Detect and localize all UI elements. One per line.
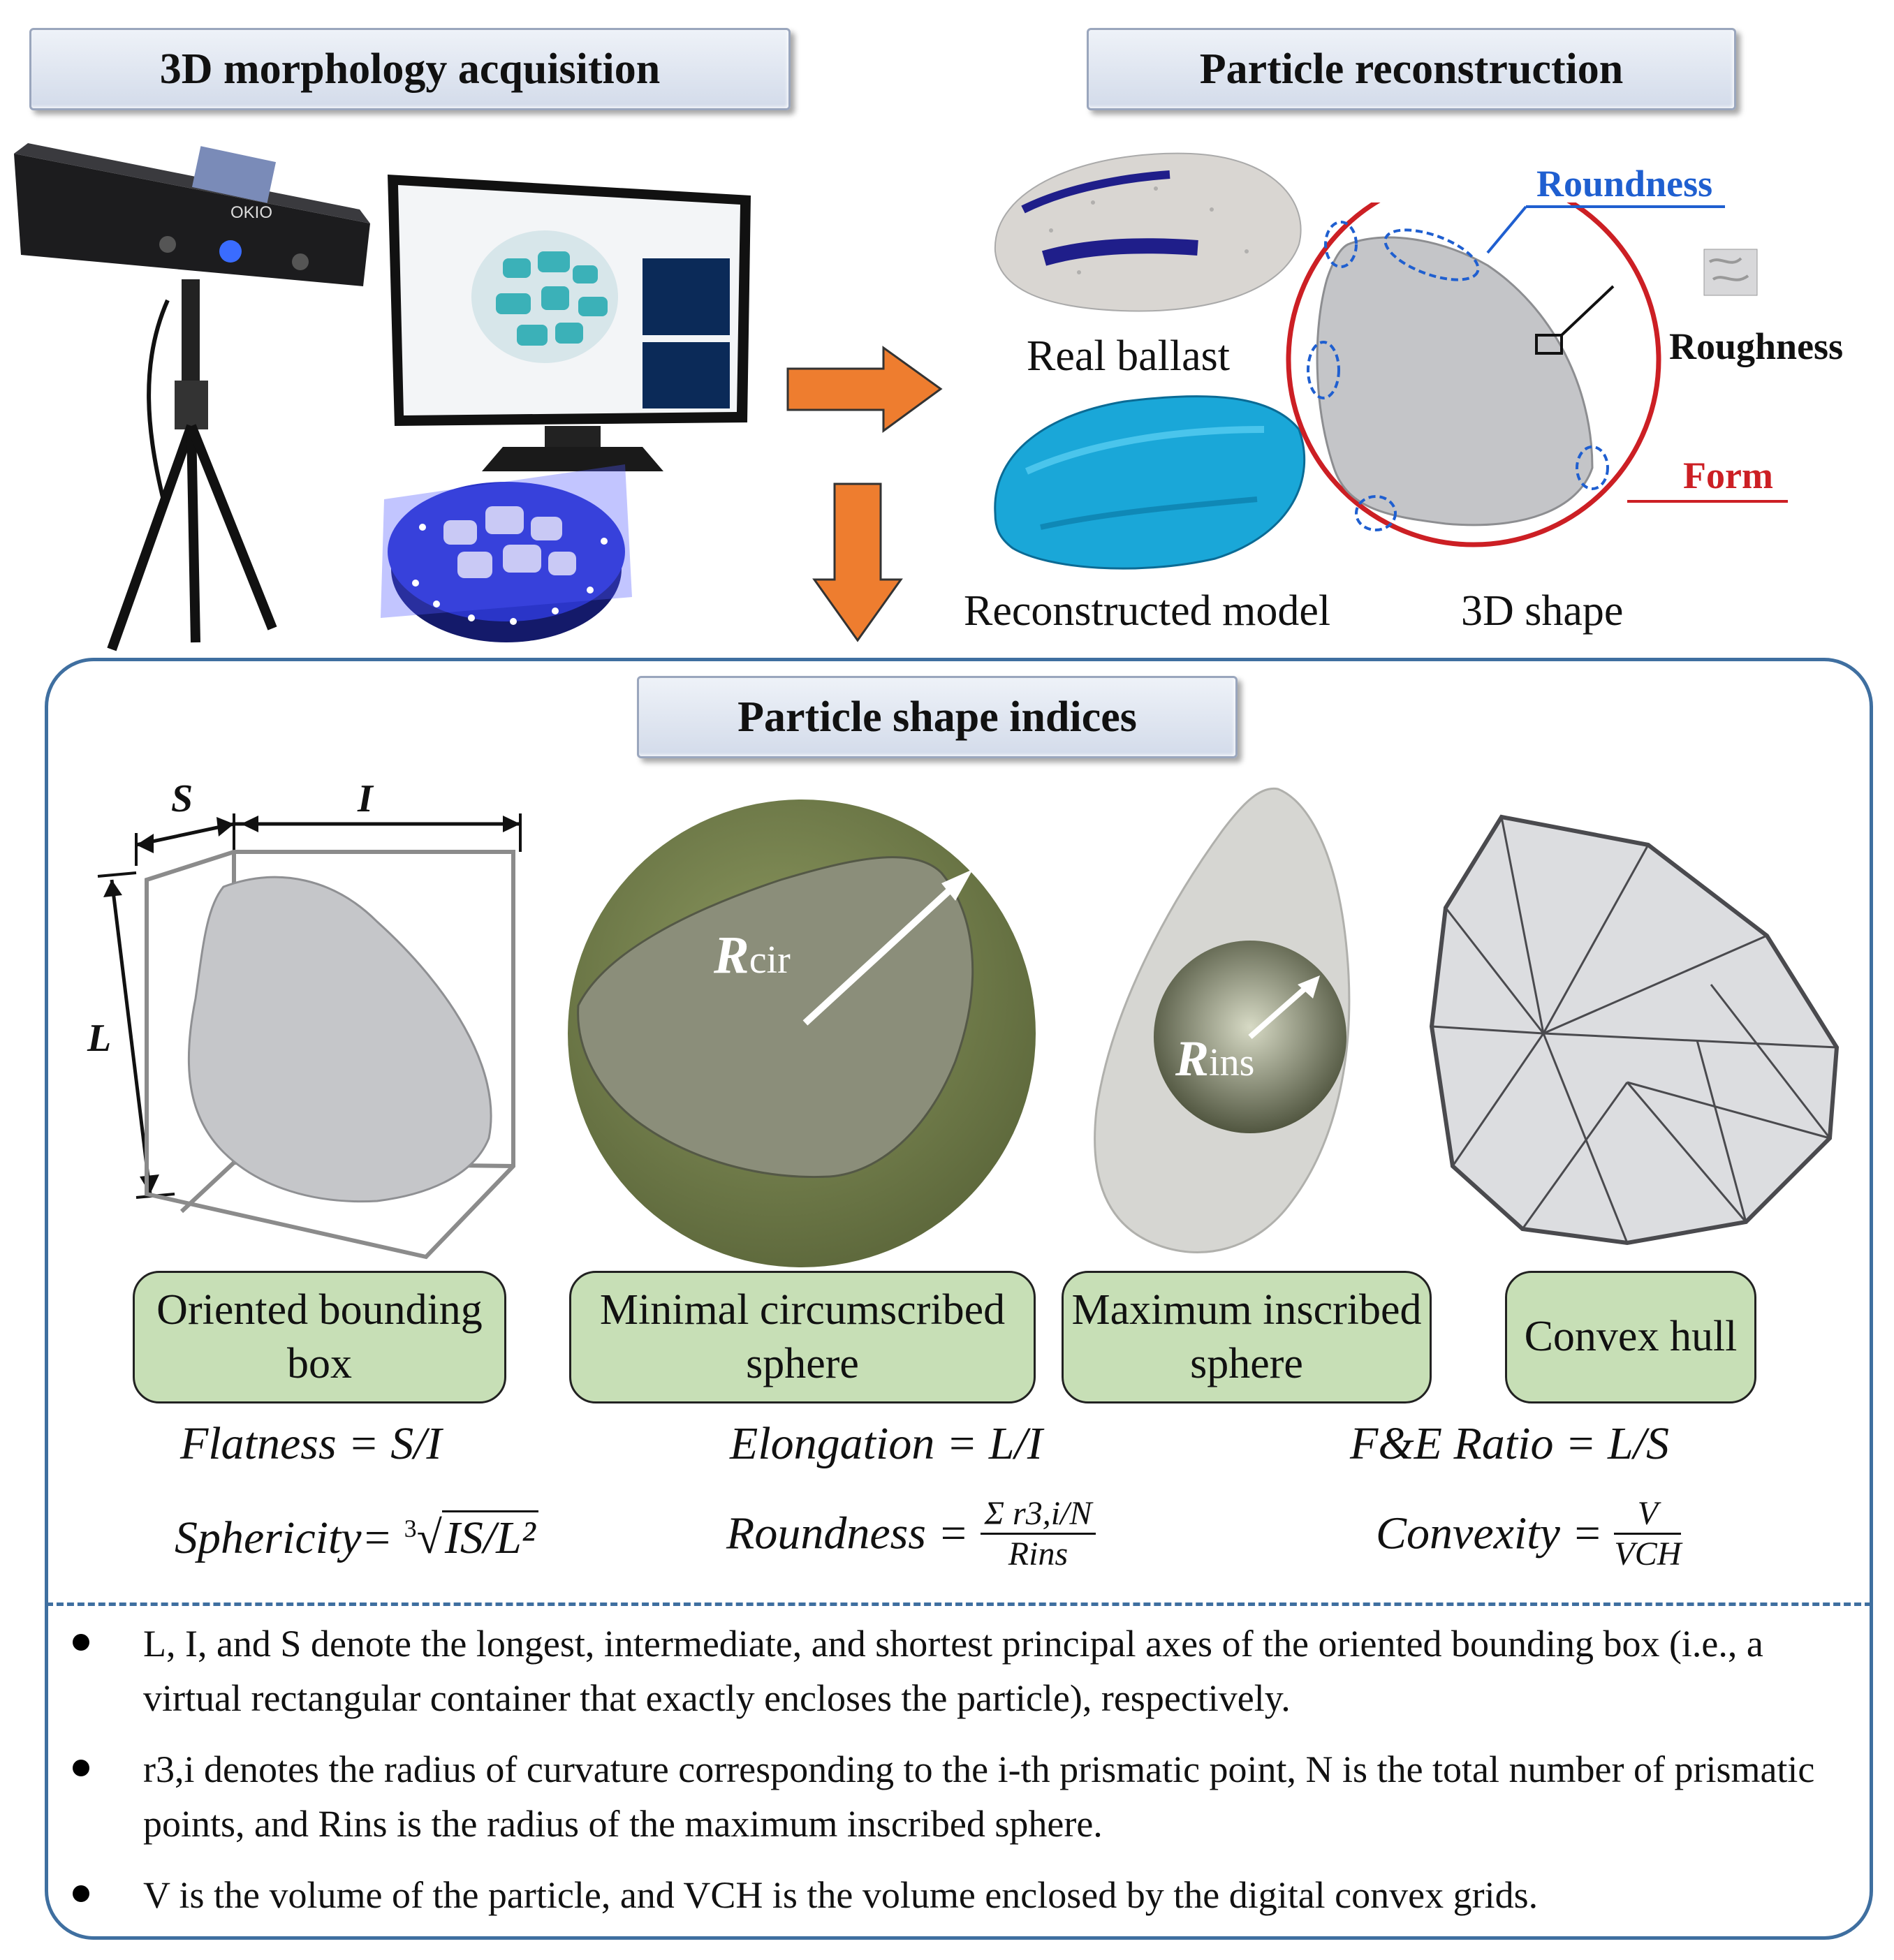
- form-label: Form: [1683, 455, 1773, 496]
- indices-title-text: Particle shape indices: [737, 693, 1137, 741]
- r-cir-label: Rcir: [714, 926, 791, 985]
- note-bullet-3: [73, 1885, 89, 1902]
- note-bullet-1: [73, 1634, 89, 1651]
- acquisition-title: 3D morphology acquisition: [29, 28, 791, 110]
- bounding-box-figure: [97, 813, 522, 1260]
- axis-i-label: I: [358, 777, 373, 820]
- flatness-formula: Flatness = S/I: [180, 1418, 442, 1469]
- inscribed-sphere-figure: [1094, 787, 1351, 1253]
- indices-panel: [45, 658, 1873, 1940]
- dashed-separator: [46, 1602, 1872, 1606]
- scanner-top: [14, 143, 370, 223]
- form-underline: [1627, 500, 1788, 503]
- reconstruction-title: Particle reconstruction: [1087, 28, 1736, 110]
- roundness-label: Roundness: [1536, 163, 1713, 205]
- real-ballast-label: Real ballast: [1027, 332, 1230, 380]
- note-3: V is the volume of the particle, and VCH…: [143, 1874, 1539, 1916]
- note-1: L, I, and S denote the longest, intermed…: [143, 1623, 1763, 1720]
- sphericity-formula: Sphericity= 3√IS/L²: [175, 1510, 538, 1565]
- roughness-label: Roughness: [1669, 325, 1844, 367]
- convex-hull-figure: [1429, 814, 1840, 1246]
- note-bullet-2: [73, 1760, 89, 1776]
- scanner-illustration: OKIO: [14, 143, 370, 651]
- right-arrow: [786, 346, 943, 433]
- oriented-bounding-box-label: Oriented bounding box: [133, 1271, 506, 1403]
- roughness-icon: [1703, 249, 1758, 296]
- reconstructed-model-image: [994, 395, 1306, 570]
- down-arrow: [812, 482, 903, 642]
- convex-hull-label: Convex hull: [1505, 1271, 1756, 1403]
- circum-particle: [577, 856, 974, 1179]
- 3d-shape-label: 3D shape: [1461, 587, 1624, 635]
- turntable-illustration: [381, 464, 632, 642]
- roundness-underline: [1486, 205, 1725, 254]
- scanner-body: [14, 154, 370, 286]
- reconstruction-title-text: Particle reconstruction: [1199, 45, 1624, 93]
- note-2: r3,i denotes the radius of curvature cor…: [143, 1748, 1815, 1845]
- indices-title: Particle shape indices: [637, 676, 1238, 758]
- particle-shape: [1316, 236, 1594, 526]
- monitor-stand: [482, 447, 663, 471]
- circumscribed-sphere-figure: [568, 800, 1036, 1267]
- acquisition-title-text: 3D morphology acquisition: [159, 45, 661, 93]
- reconstructed-model-label: Reconstructed model: [964, 587, 1331, 635]
- elongation-formula: Elongation = L/I: [730, 1418, 1043, 1469]
- scanner-brand: OKIO: [230, 203, 272, 222]
- bbox-particle: [187, 876, 492, 1203]
- monitor-illustration: [388, 175, 751, 447]
- axis-s-label: S: [171, 777, 193, 820]
- 3d-shape-figure: [1286, 202, 1661, 547]
- real-ballast-image: [994, 152, 1302, 312]
- minimal-circumscribed-sphere-label: Minimal circumscribed sphere: [569, 1271, 1036, 1403]
- convex-hull-shape: [1429, 814, 1840, 1246]
- r-ins-label: Rins: [1175, 1031, 1255, 1086]
- scanner-light: [191, 146, 277, 203]
- maximum-inscribed-sphere-label: Maximum inscribed sphere: [1062, 1271, 1432, 1403]
- scanner-lens: [219, 240, 242, 263]
- axis-l-label: L: [87, 1017, 112, 1060]
- fe-ratio-formula: F&E Ratio = L/S: [1350, 1418, 1670, 1469]
- form-circle: [1286, 202, 1661, 547]
